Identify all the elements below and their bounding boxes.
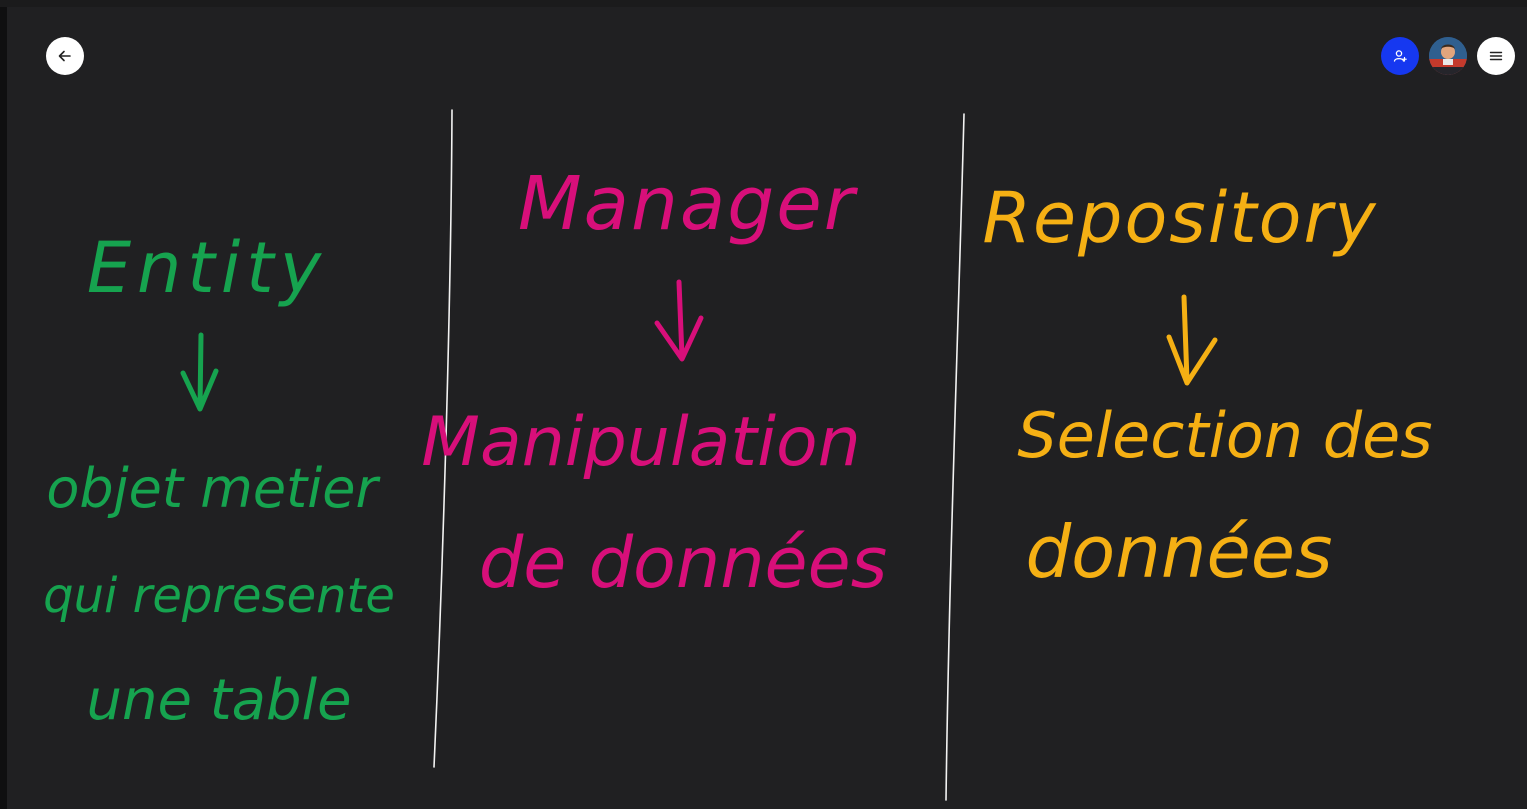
repository-line-2: données: [1025, 510, 1332, 594]
menu-button[interactable]: [1477, 37, 1515, 75]
repository-line-1: Selection des: [1017, 399, 1432, 472]
share-button[interactable]: [1381, 37, 1419, 75]
manager-title: Manager: [518, 161, 859, 247]
add-user-icon: [1393, 50, 1407, 62]
entity-line-3: une table: [86, 668, 351, 733]
entity-line-2: qui represente: [43, 568, 395, 624]
arrow-left-icon: [58, 50, 71, 62]
whiteboard-canvas[interactable]: Entity objet metier qui represente une t…: [7, 7, 1527, 809]
hamburger-menu-icon: [1489, 51, 1503, 61]
manager-line-2: de données: [479, 522, 887, 604]
user-avatar[interactable]: [1429, 37, 1467, 75]
entity-down-arrow-icon: [180, 332, 219, 412]
manager-down-arrow-icon: [654, 279, 704, 362]
entity-title: Entity: [87, 227, 327, 309]
divider-line-left: [433, 109, 453, 768]
window-top-edge: [0, 0, 1527, 7]
entity-line-1: objet metier: [46, 457, 380, 520]
entity-column: Entity objet metier qui represente une t…: [43, 227, 395, 733]
repository-title: Repository: [982, 177, 1377, 259]
avatar-image: [1429, 37, 1467, 75]
whiteboard-drawing[interactable]: Entity objet metier qui represente une t…: [7, 7, 1527, 809]
repository-column: Repository Selection des données: [982, 177, 1432, 594]
divider-line-right: [945, 113, 965, 801]
manager-column: Manager Manipulation de données: [421, 161, 887, 604]
back-button[interactable]: [46, 37, 84, 75]
manager-line-1: Manipulation: [421, 403, 860, 482]
repository-down-arrow-icon: [1166, 294, 1218, 386]
